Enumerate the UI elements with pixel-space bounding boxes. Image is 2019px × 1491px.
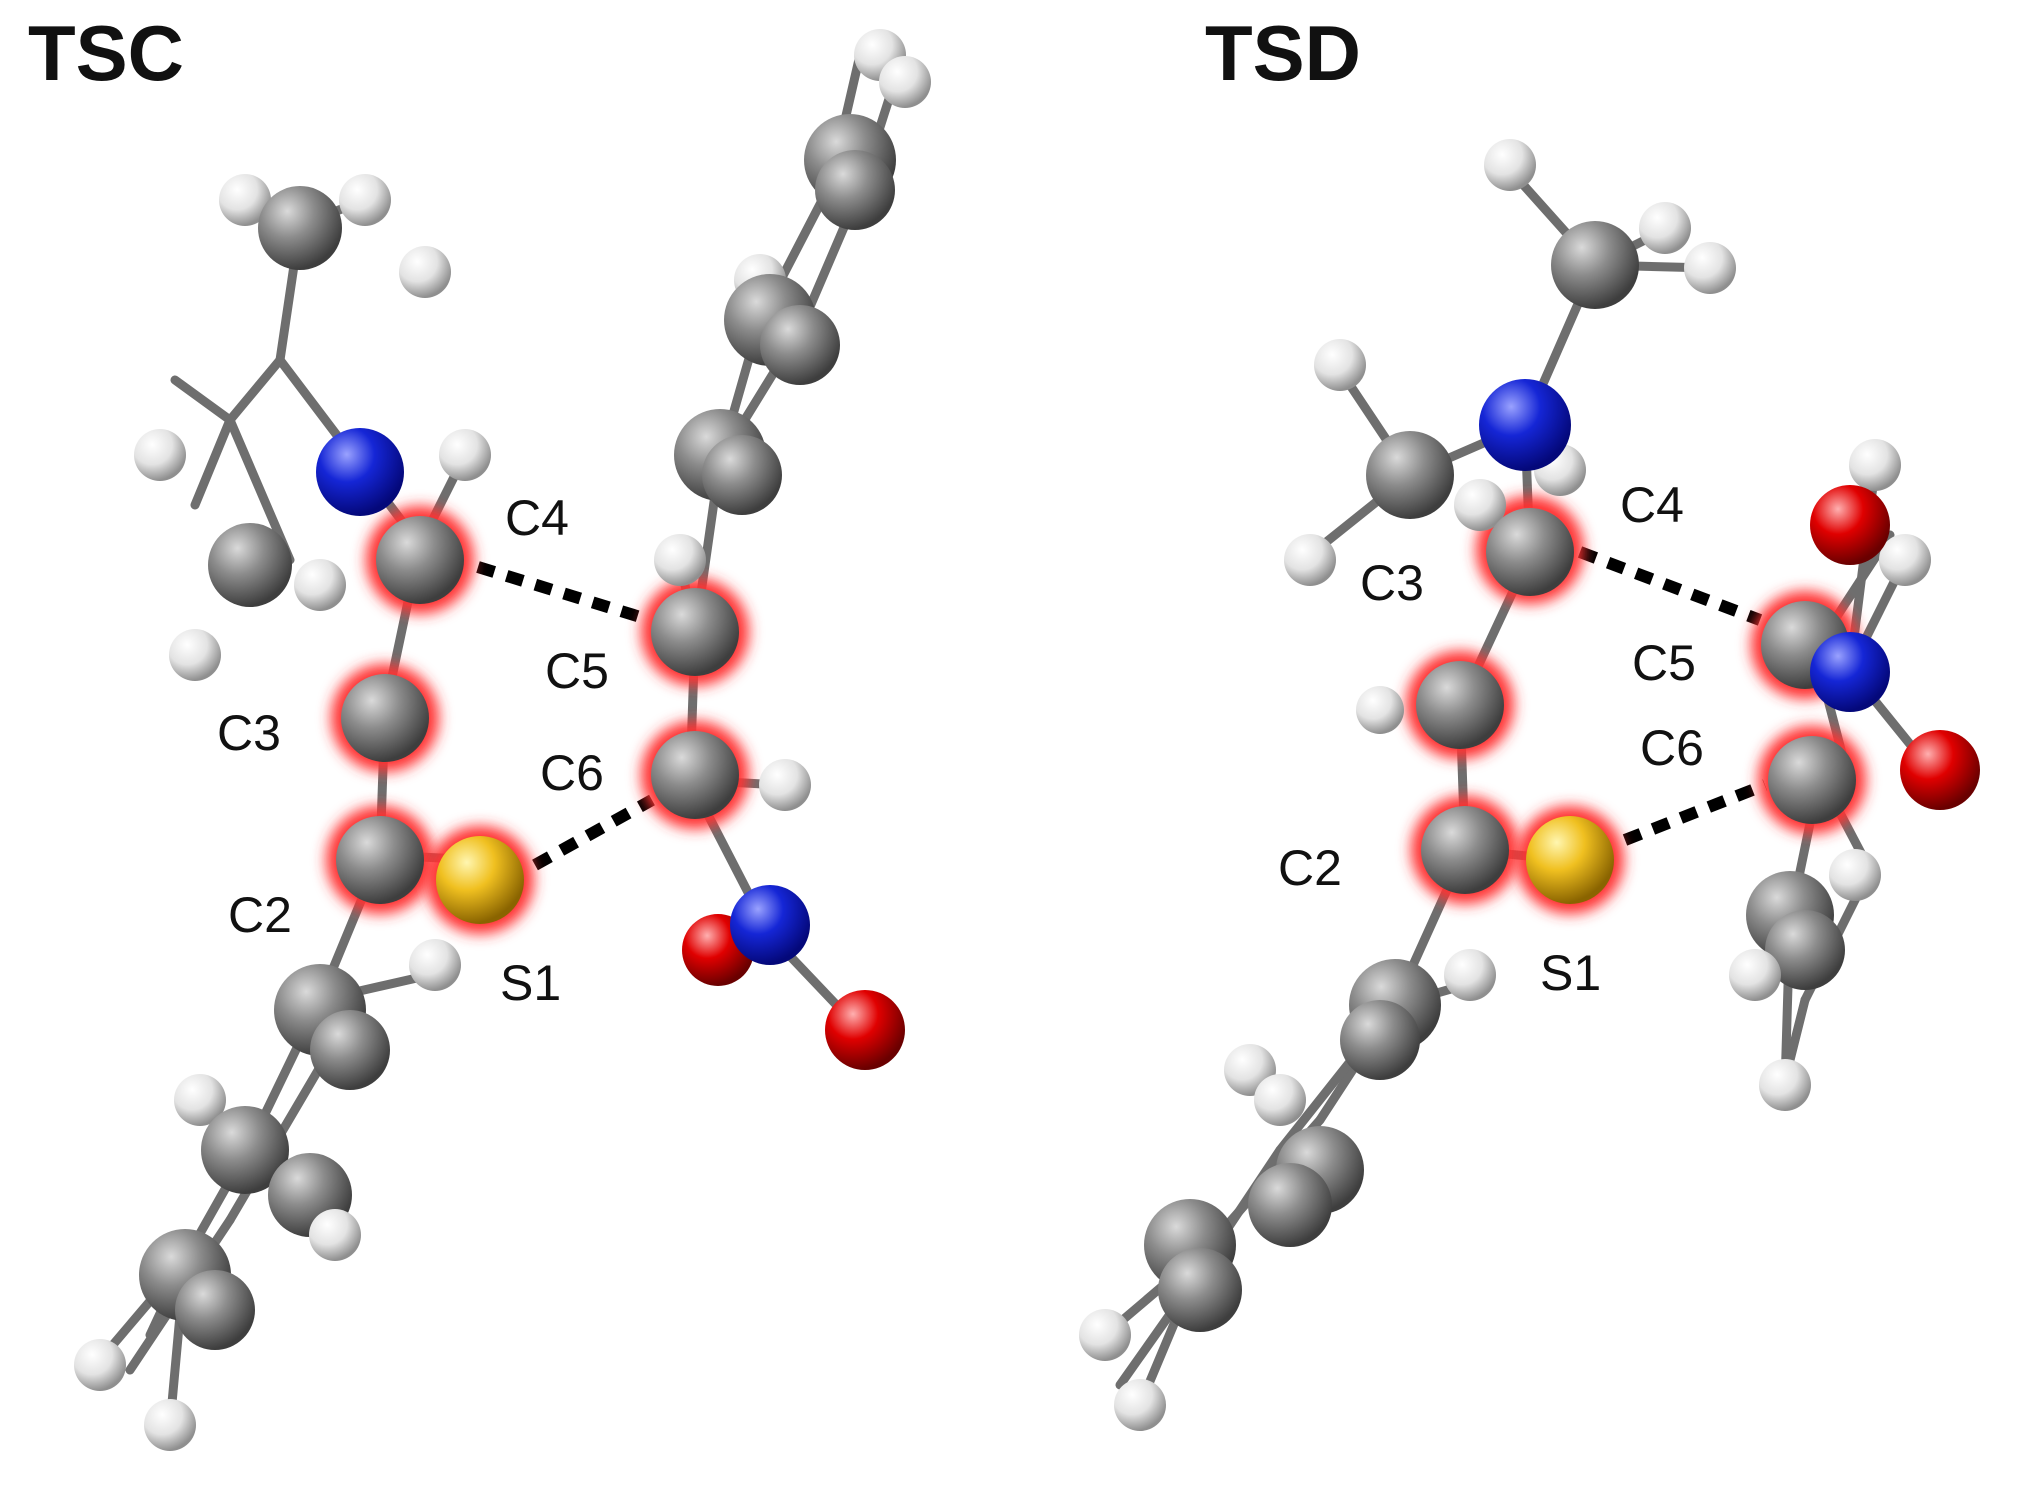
carbon-atom (1366, 431, 1454, 519)
carbon-atom (702, 435, 782, 515)
carbon-atom (815, 150, 895, 230)
hydrogen-atom (1484, 139, 1536, 191)
hydrogen-atom (409, 939, 461, 991)
atoms-tsd (1079, 139, 1980, 1431)
carbon-atom-c6 (651, 731, 739, 819)
carbon-atom (258, 186, 342, 270)
carbon-atom (201, 1106, 289, 1194)
hydrogen-atom (74, 1339, 126, 1391)
hydrogen-atom (439, 429, 491, 481)
nitrogen-atom (1479, 379, 1571, 471)
sulfur-atom-s1 (1526, 816, 1614, 904)
hydrogen-atom (1314, 339, 1366, 391)
label-s1: S1 (500, 955, 561, 1011)
atom-labels-tsc: C4 C5 C3 C6 C2 S1 (217, 490, 609, 1011)
hydrogen-atom (399, 246, 451, 298)
label-c4: C4 (1620, 477, 1684, 533)
carbon-atom (1765, 910, 1845, 990)
hydrogen-atom (309, 1209, 361, 1261)
hydrogen-atom (879, 56, 931, 108)
nitrogen-atom (316, 428, 404, 516)
carbon-atom-c3 (1416, 661, 1504, 749)
forming-bonds-tsd (1577, 546, 1768, 846)
hydrogen-atom (1639, 202, 1691, 254)
oxygen-atom (825, 990, 905, 1070)
label-c4: C4 (505, 490, 569, 546)
hydrogen-atom (1829, 849, 1881, 901)
label-c2: C2 (1278, 840, 1342, 896)
panel-title-tsd: TSD (1205, 9, 1361, 97)
carbon-atom (1158, 1248, 1242, 1332)
hydrogen-atom (1114, 1379, 1166, 1431)
hydrogen-atom (1284, 534, 1336, 586)
carbon-atom (175, 1270, 255, 1350)
atom-labels-tsd: C4 C3 C5 C6 C2 S1 (1278, 477, 1704, 1001)
hydrogen-atom (1454, 479, 1506, 531)
hydrogen-atom (1079, 1309, 1131, 1361)
nitrogen-atom (730, 885, 810, 965)
hydrogen-atom (339, 174, 391, 226)
panel-tsc: TSC (28, 9, 931, 1451)
hydrogen-atom (134, 429, 186, 481)
carbon-atom-c2 (1421, 806, 1509, 894)
carbon-atom-c5 (651, 588, 739, 676)
label-c6: C6 (540, 745, 604, 801)
hydrogen-atom (1879, 534, 1931, 586)
hydrogen-atom (759, 759, 811, 811)
sulfur-atom-s1 (436, 836, 524, 924)
oxygen-atom (1810, 485, 1890, 565)
carbon-atom (1551, 221, 1639, 309)
label-c5: C5 (1632, 635, 1696, 691)
hydrogen-atom (294, 559, 346, 611)
carbon-atom (1248, 1163, 1332, 1247)
atoms-tsc (74, 29, 931, 1451)
hydrogen-atom (144, 1399, 196, 1451)
carbon-atom-c2 (336, 816, 424, 904)
carbon-atom-c4 (376, 516, 464, 604)
carbon-atom-c4 (1486, 508, 1574, 596)
hydrogen-atom (174, 1074, 226, 1126)
hydrogen-atom (1849, 439, 1901, 491)
panel-tsd: TSD (1079, 9, 1980, 1431)
label-c6: C6 (1640, 720, 1704, 776)
nitrogen-atom (1810, 632, 1890, 712)
hydrogen-atom (1356, 686, 1404, 734)
carbon-atom-c3 (341, 674, 429, 762)
label-c3: C3 (217, 705, 281, 761)
label-c3: C3 (1360, 555, 1424, 611)
hydrogen-atom (1684, 242, 1736, 294)
carbon-atom (1340, 1000, 1420, 1080)
carbon-atom (310, 1010, 390, 1090)
hydrogen-atom (1444, 949, 1496, 1001)
hydrogen-atom (169, 629, 221, 681)
carbon-atom-c6 (1768, 736, 1856, 824)
carbon-atom (760, 305, 840, 385)
label-c2: C2 (228, 887, 292, 943)
label-c5: C5 (545, 643, 609, 699)
hydrogen-atom (1254, 1074, 1306, 1126)
carbon-atom (208, 523, 292, 607)
hydrogen-atom (654, 534, 706, 586)
hydrogen-atom (219, 174, 271, 226)
hydrogen-atom (1729, 949, 1781, 1001)
hydrogen-atom (1759, 1059, 1811, 1111)
oxygen-atom (1900, 730, 1980, 810)
forming-bonds-tsc (476, 561, 655, 871)
label-s1: S1 (1540, 945, 1601, 1001)
panel-title-tsc: TSC (28, 9, 184, 97)
